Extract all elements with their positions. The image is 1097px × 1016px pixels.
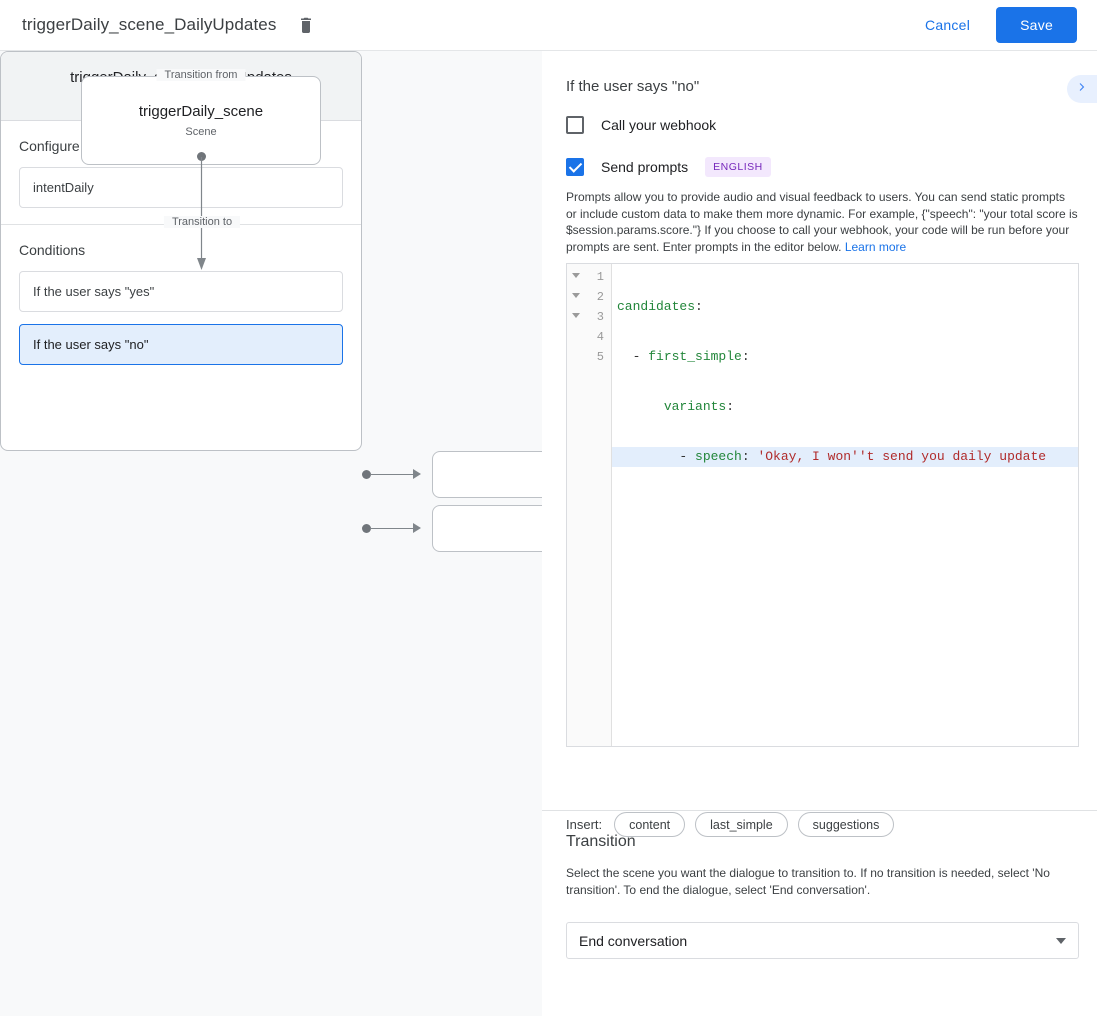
transition-from-subtitle: Scene: [185, 126, 217, 138]
editor-gutter: 1 2 3 4 5: [567, 264, 612, 746]
connector-line-yes: [370, 474, 414, 475]
insert-chips-row: Insert: content last_simple suggestions: [566, 812, 895, 837]
gutter-line[interactable]: 3: [567, 307, 611, 327]
transition-from-node[interactable]: Transition from triggerDaily_scene Scene: [81, 69, 321, 165]
gutter-line[interactable]: 1: [567, 267, 611, 287]
transition-title: Transition: [566, 833, 636, 850]
yaml-key: speech: [695, 449, 742, 464]
yaml-key: candidates: [617, 299, 696, 314]
gutter-line[interactable]: 4: [567, 327, 611, 347]
line-number: 4: [596, 330, 604, 344]
trash-icon: [298, 16, 314, 34]
insert-chip-suggestions[interactable]: suggestions: [797, 812, 895, 837]
insert-chip-content[interactable]: content: [614, 812, 686, 837]
intent-value-box[interactable]: intentDaily: [19, 167, 343, 208]
line-number: 5: [596, 350, 604, 364]
send-prompts-row[interactable]: Send prompts ENGLISH: [542, 157, 1097, 177]
target-node-yes[interactable]: [432, 451, 542, 498]
code-line: - first_simple:: [612, 347, 1078, 367]
chevron-down-icon: [1056, 937, 1066, 944]
yaml-colon: :: [695, 299, 703, 314]
gutter-line[interactable]: 5: [567, 347, 611, 367]
fold-triangle-icon[interactable]: [572, 313, 580, 318]
save-button[interactable]: Save: [996, 7, 1077, 43]
connector-dot-no: [362, 524, 371, 533]
transition-select[interactable]: End conversation: [566, 922, 1079, 959]
connector-arrow-no: [413, 523, 421, 533]
connector-dot-yes: [362, 470, 371, 479]
yaml-key: first_simple: [648, 349, 742, 364]
line-number: 3: [596, 310, 604, 324]
topbar-actions: Cancel Save: [913, 7, 1097, 43]
call-webhook-checkbox[interactable]: [566, 116, 584, 134]
send-prompts-checkbox[interactable]: [566, 158, 584, 176]
line-number: 2: [596, 290, 604, 304]
condition-item-yes[interactable]: If the user says "yes": [19, 271, 343, 312]
target-node-no[interactable]: [432, 505, 542, 552]
language-badge: ENGLISH: [705, 157, 771, 177]
fold-triangle-icon[interactable]: [572, 293, 580, 298]
webhook-checkbox-row[interactable]: Call your webhook: [542, 116, 1097, 134]
conditions-section: Conditions If the user says "yes" If the…: [1, 224, 361, 381]
page-title: triggerDaily_scene_DailyUpdates: [22, 15, 277, 34]
line-number: 1: [596, 270, 604, 284]
insert-label: Insert:: [566, 817, 603, 832]
panel-collapse-button[interactable]: [1067, 75, 1097, 103]
call-webhook-label: Call your webhook: [601, 117, 717, 133]
learn-more-link[interactable]: Learn more: [844, 239, 907, 254]
delete-button[interactable]: [292, 11, 320, 39]
prompts-description: Prompts allow you to provide audio and v…: [566, 189, 1078, 255]
code-line: variants:: [612, 397, 1078, 417]
cancel-button[interactable]: Cancel: [913, 8, 982, 42]
panel-header: If the user says "no": [542, 51, 1097, 95]
yaml-key: variants: [663, 399, 727, 414]
section-divider: [542, 810, 1097, 811]
yaml-string-value: 'Okay, I won''t send you daily update: [757, 449, 1047, 464]
transition-from-title: triggerDaily_scene: [138, 103, 264, 120]
connector-line-no: [370, 528, 414, 529]
gutter-line[interactable]: 2: [567, 287, 611, 307]
yaml-colon: :: [726, 399, 735, 414]
prompt-code-editor[interactable]: 1 2 3 4 5 candidates: - first_simple: va…: [566, 263, 1079, 747]
condition-item-no[interactable]: If the user says "no": [19, 324, 343, 365]
code-line: candidates:: [612, 297, 1078, 317]
top-app-bar: triggerDaily_scene_DailyUpdates Cancel S…: [0, 0, 1097, 51]
transition-section: Transition Select the scene you want the…: [566, 833, 1079, 959]
transition-from-legend: Transition from: [156, 69, 246, 81]
code-line-active: - speech: 'Okay, I won''t send you daily…: [612, 447, 1078, 467]
editor-code-area[interactable]: candidates: - first_simple: variants: - …: [612, 264, 1078, 746]
transition-select-value: End conversation: [579, 932, 688, 949]
connector-arrow-yes: [413, 469, 421, 479]
yaml-indent: -: [617, 449, 696, 464]
transition-to-legend: Transition to: [163, 216, 241, 228]
yaml-indent: -: [617, 349, 649, 364]
chevron-right-icon: [1075, 80, 1089, 99]
insert-chip-last-simple[interactable]: last_simple: [695, 812, 788, 837]
yaml-colon: :: [741, 449, 758, 464]
conditions-label: Conditions: [19, 242, 86, 258]
send-prompts-label: Send prompts: [601, 159, 689, 175]
code-line: [612, 497, 1078, 517]
panel-title: If the user says "no": [566, 78, 700, 95]
prompts-description-text: Prompts allow you to provide audio and v…: [566, 190, 1078, 254]
transition-description: Select the scene you want the dialogue t…: [566, 866, 1050, 897]
graph-edge-vertical: [197, 152, 206, 270]
fold-triangle-icon[interactable]: [572, 273, 580, 278]
yaml-colon: :: [741, 349, 750, 364]
scene-graph-canvas[interactable]: Transition from triggerDaily_scene Scene…: [0, 51, 542, 1016]
yaml-indent: [617, 399, 664, 414]
